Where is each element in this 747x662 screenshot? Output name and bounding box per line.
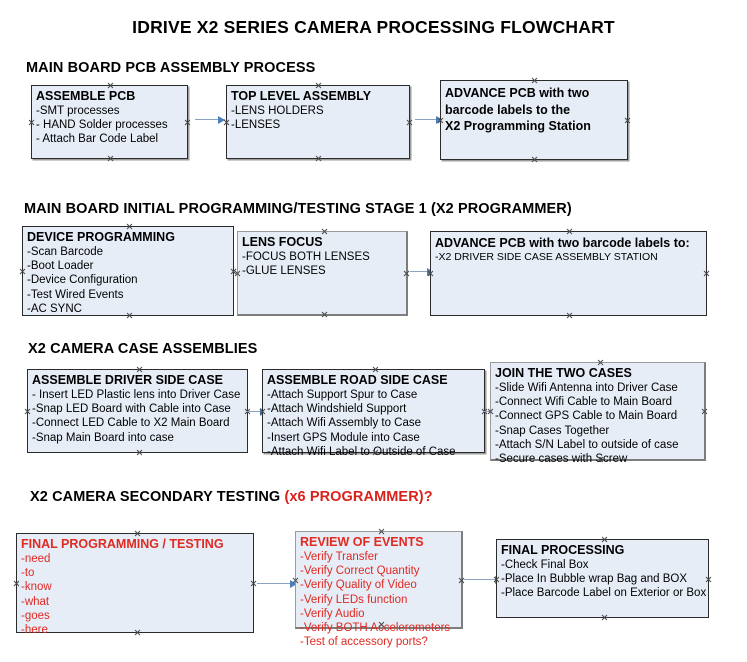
section-heading-2: MAIN BOARD INITIAL PROGRAMMING/TESTING S… bbox=[24, 201, 572, 217]
box-title: JOIN THE TWO CASES bbox=[495, 366, 632, 380]
box-title: ASSEMBLE PCB bbox=[36, 89, 136, 103]
section-heading-4-text: X2 CAMERA SECONDARY TESTING bbox=[30, 489, 285, 505]
box-top-level-assembly[interactable]: TOP LEVEL ASSEMBLY -LENS HOLDERS -LENSES bbox=[226, 85, 410, 159]
arrow-top-level-to-advance bbox=[415, 115, 443, 124]
box-line: -SMT processes bbox=[36, 105, 120, 117]
box-advance-pcb-driver-side-station[interactable]: ADVANCE PCB with two barcode labels to: … bbox=[430, 231, 707, 316]
box-line: -Snap LED Board with Cable into Case bbox=[32, 403, 231, 416]
page-title: IDRIVE X2 SERIES CAMERA PROCESSING FLOWC… bbox=[132, 17, 615, 37]
box-line: -Connect Wifi Cable to Main Board bbox=[495, 396, 673, 409]
box-line: -Verify LEDs function bbox=[300, 593, 408, 606]
box-line: -Verify Audio bbox=[300, 607, 365, 620]
box-line: -Secure cases with Screw bbox=[495, 453, 628, 466]
box-line: -LENS HOLDERS bbox=[231, 105, 324, 117]
connection-handle bbox=[531, 156, 538, 163]
connection-handle bbox=[321, 311, 328, 318]
box-line: - Attach Bar Code Label bbox=[36, 133, 159, 146]
box-title: ADVANCE PCB with two barcode labels to: bbox=[435, 236, 690, 250]
connection-handle bbox=[107, 155, 114, 162]
box-title: DEVICE PROGRAMMING bbox=[27, 230, 175, 244]
box-line: -Verify BOTH Accelerometers bbox=[300, 622, 451, 635]
box-line: -know bbox=[21, 581, 52, 594]
connection-handle bbox=[566, 312, 573, 319]
box-line: -Snap Cases Together bbox=[495, 424, 610, 437]
box-title: TOP LEVEL ASSEMBLY bbox=[231, 89, 372, 103]
arrow-final-programming-to-review bbox=[257, 579, 297, 588]
box-lens-focus[interactable]: LENS FOCUS -FOCUS BOTH LENSES -GLUE LENS… bbox=[237, 231, 408, 316]
box-line: -Connect LED Cable to X2 Main Board bbox=[32, 417, 230, 430]
box-title: ASSEMBLE ROAD SIDE CASE bbox=[267, 373, 448, 387]
box-line: -to bbox=[21, 567, 35, 580]
box-line: -FOCUS BOTH LENSES bbox=[242, 251, 370, 263]
box-line: barcode labels to the bbox=[445, 102, 571, 117]
box-final-processing[interactable]: FINAL PROCESSING -Check Final Box -Place… bbox=[496, 539, 709, 618]
box-line: -Test Wired Events bbox=[27, 288, 124, 301]
section-heading-3: X2 CAMERA CASE ASSEMBLIES bbox=[28, 341, 257, 357]
box-line-overflow: -Test of accessory ports? bbox=[300, 636, 428, 649]
box-advance-pcb-programming-station[interactable]: ADVANCE PCB with two barcode labels to t… bbox=[440, 80, 628, 160]
box-line: -Verify Correct Quantity bbox=[300, 565, 420, 578]
box-title: ASSEMBLE DRIVER SIDE CASE bbox=[32, 373, 224, 387]
connection-handle bbox=[136, 449, 143, 456]
box-line: X2 Programming Station bbox=[445, 119, 591, 133]
box-assemble-road-side-case[interactable]: ASSEMBLE ROAD SIDE CASE -Attach Support … bbox=[262, 369, 485, 458]
box-line: -Connect GPS Cable to Main Board bbox=[495, 410, 678, 423]
box-line: -GLUE LENSES bbox=[242, 265, 326, 278]
box-line: -what bbox=[21, 595, 50, 608]
box-line: -Attach Wifi Assembly to Case bbox=[267, 417, 422, 430]
connection-handle bbox=[601, 614, 608, 621]
box-line: - Insert LED Plastic lens into Driver Ca… bbox=[32, 389, 241, 401]
box-line: -Attach Support Spur to Case bbox=[267, 389, 418, 401]
box-title: FINAL PROGRAMMING / TESTING bbox=[21, 537, 224, 551]
box-join-the-two-cases[interactable]: JOIN THE TWO CASES -Slide Wifi Antenna i… bbox=[490, 362, 706, 465]
box-line: -here bbox=[21, 624, 48, 637]
box-line: -Place Barcode Label on Exterior or Box bbox=[501, 587, 707, 600]
box-line: -Boot Loader bbox=[27, 260, 94, 273]
box-title: LENS FOCUS bbox=[242, 235, 323, 249]
box-line: -Verify Quality of Video bbox=[300, 579, 417, 592]
connection-handle bbox=[703, 270, 710, 277]
box-line: -goes bbox=[21, 609, 50, 622]
section-heading-4: X2 CAMERA SECONDARY TESTING (x6 PROGRAMM… bbox=[30, 489, 433, 505]
box-title: FINAL PROCESSING bbox=[501, 543, 625, 557]
box-line: -X2 DRIVER SIDE CASE ASSEMBLY STATION bbox=[435, 251, 658, 263]
box-line: -AC SYNC bbox=[27, 302, 82, 315]
connection-handle bbox=[315, 155, 322, 162]
box-line: -Scan Barcode bbox=[27, 246, 104, 258]
box-line: -Attach Wifi Label to Outside of Case bbox=[267, 445, 456, 458]
box-line: -Verify Transfer bbox=[300, 551, 378, 563]
box-line: -Attach S/N Label to outside of case bbox=[495, 438, 679, 451]
box-assemble-pcb[interactable]: ASSEMBLE PCB -SMT processes - HAND Solde… bbox=[31, 85, 188, 159]
box-review-of-events[interactable]: REVIEW OF EVENTS -Verify Transfer -Verif… bbox=[295, 531, 463, 648]
box-line: -Insert GPS Module into Case bbox=[267, 431, 420, 444]
box-final-programming-testing[interactable]: FINAL PROGRAMMING / TESTING -need -to -k… bbox=[16, 533, 254, 636]
section-heading-1: MAIN BOARD PCB ASSEMBLY PROCESS bbox=[26, 60, 315, 76]
box-line: -Place In Bubble wrap Bag and BOX bbox=[501, 573, 688, 586]
section-heading-2-text: MAIN BOARD INITIAL PROGRAMMING/TESTING S… bbox=[24, 201, 572, 217]
box-line: -Device Configuration bbox=[27, 274, 138, 287]
box-title: REVIEW OF EVENTS bbox=[300, 535, 424, 549]
box-line: - HAND Solder processes bbox=[36, 119, 168, 132]
box-line: -LENSES bbox=[231, 119, 281, 132]
box-line: -Snap Main Board into case bbox=[32, 431, 174, 444]
box-line: ADVANCE PCB with two bbox=[445, 86, 590, 100]
box-line: -need bbox=[21, 553, 51, 565]
box-line: -Slide Wifi Antenna into Driver Case bbox=[495, 382, 678, 394]
section-heading-3-text: X2 CAMERA CASE ASSEMBLIES bbox=[28, 341, 258, 357]
arrow-pcb-to-top-level bbox=[195, 115, 225, 124]
box-line: -Attach Windshield Support bbox=[267, 403, 407, 416]
box-assemble-driver-side-case[interactable]: ASSEMBLE DRIVER SIDE CASE - Insert LED P… bbox=[27, 369, 248, 453]
section-heading-4-accent: (x6 PROGRAMMER)? bbox=[284, 489, 433, 505]
box-line: -Check Final Box bbox=[501, 559, 589, 571]
section-heading-1-text: MAIN BOARD PCB ASSEMBLY PROCESS bbox=[26, 60, 316, 76]
box-device-programming[interactable]: DEVICE PROGRAMMING -Scan Barcode -Boot L… bbox=[22, 226, 234, 316]
